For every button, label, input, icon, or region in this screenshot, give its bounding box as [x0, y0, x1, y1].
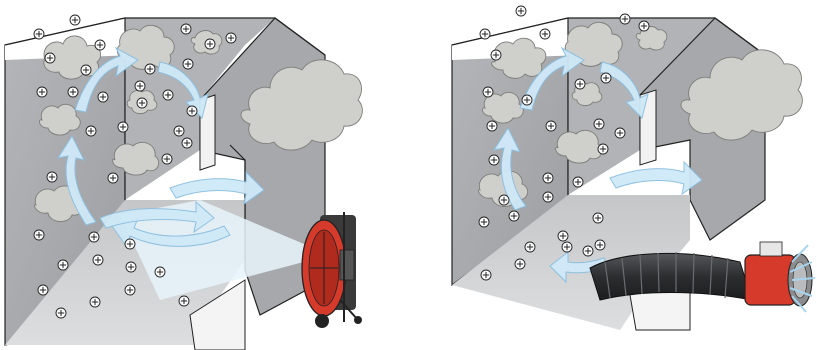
positive-charge-particle-icon [480, 29, 490, 39]
positive-charge-particle-icon [226, 33, 236, 43]
positive-charge-particle-icon [598, 144, 608, 154]
positive-charge-particle-icon [205, 39, 215, 49]
positive-charge-particle-icon [187, 106, 197, 116]
positive-charge-particle-icon [86, 126, 96, 136]
positive-charge-particle-icon [483, 87, 493, 97]
positive-charge-particle-icon [575, 79, 585, 89]
positive-charge-particle-icon [125, 285, 135, 295]
fan-icon [302, 212, 362, 328]
positive-charge-particle-icon [182, 138, 192, 148]
positive-charge-particle-icon [615, 128, 625, 138]
positive-charge-particle-icon [118, 122, 128, 132]
positive-charge-particle-icon [489, 155, 499, 165]
positive-charge-particle-icon [89, 232, 99, 242]
positive-charge-particle-icon [70, 15, 80, 25]
positive-charge-particle-icon [491, 50, 501, 60]
positive-charge-particle-icon [108, 173, 118, 183]
positive-charge-particle-icon [595, 240, 605, 250]
positive-charge-particle-icon [98, 92, 108, 102]
positive-charge-particle-icon [562, 242, 572, 252]
positive-charge-particle-icon [135, 81, 145, 91]
positive-charge-particle-icon [639, 21, 649, 31]
positive-charge-particle-icon [593, 213, 603, 223]
positive-charge-particle-icon [481, 270, 491, 280]
positive-charge-particle-icon [93, 255, 103, 265]
positive-charge-particle-icon [68, 87, 78, 97]
positive-charge-particle-icon [183, 59, 193, 69]
positive-charge-particle-icon [126, 262, 136, 272]
positive-charge-particle-icon [58, 260, 68, 270]
positive-charge-particle-icon [487, 121, 497, 131]
positive-charge-particle-icon [162, 154, 172, 164]
positive-charge-particle-icon [174, 126, 184, 136]
positive-charge-particle-icon [546, 121, 556, 131]
positive-charge-particle-icon [90, 297, 100, 307]
positive-charge-particle-icon [525, 242, 535, 252]
positive-charge-particle-icon [583, 246, 593, 256]
airflow-arrow-icon [170, 172, 264, 204]
positive-charge-particle-icon [81, 65, 91, 75]
positive-charge-particle-icon [34, 29, 44, 39]
positive-charge-particle-icon [543, 173, 553, 183]
positive-charge-particle-icon [479, 217, 489, 227]
right-panel [452, 18, 815, 330]
positive-charge-particle-icon [45, 53, 55, 63]
positive-charge-particle-icon [56, 308, 66, 318]
airflow-arrow-icon [610, 162, 702, 194]
positive-charge-particle-icon [163, 90, 173, 100]
positive-charge-particle-icon [522, 95, 532, 105]
positive-charge-particle-icon [515, 259, 525, 269]
positive-charge-particle-icon [47, 172, 57, 182]
positive-charge-particle-icon [125, 239, 135, 249]
positive-charge-particle-icon [543, 192, 553, 202]
positive-charge-particle-icon [620, 14, 630, 24]
positive-charge-particle-icon [181, 24, 191, 34]
positive-charge-particle-icon [179, 296, 189, 306]
positive-charge-particle-icon [34, 230, 44, 240]
positive-charge-particle-icon [95, 40, 105, 50]
positive-charge-particle-icon [38, 285, 48, 295]
positive-charge-particle-icon [37, 87, 47, 97]
positive-charge-particle-icon [594, 119, 604, 129]
positive-charge-particle-icon [516, 6, 526, 16]
positive-charge-particle-icon [137, 98, 147, 108]
positive-charge-particle-icon [509, 211, 519, 221]
positive-charge-particle-icon [540, 29, 550, 39]
positive-charge-particle-icon [558, 231, 568, 241]
positive-charge-particle-icon [145, 64, 155, 74]
positive-charge-particle-icon [155, 267, 165, 277]
duct-icon [590, 252, 752, 300]
positive-charge-particle-icon [601, 73, 611, 83]
positive-charge-particle-icon [499, 195, 509, 205]
positive-charge-particle-icon [573, 177, 583, 187]
